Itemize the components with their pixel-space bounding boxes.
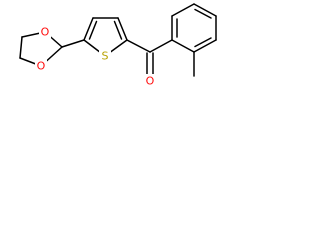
- benzene-ring: [171, 3, 217, 53]
- atom-o-dioxolane-bottom: O: [35, 59, 47, 73]
- bond-benzene-c4-c5: [193, 3, 217, 17]
- bond-thiophene-c4-c5-inner: [88, 20, 98, 40]
- bond-thiophene-c2-c3-inner: [113, 20, 123, 40]
- atom-o-carbonyl: O: [144, 74, 156, 88]
- atom-label: S: [102, 50, 109, 63]
- bond-dioxolane-thiophene: [61, 39, 85, 48]
- atom-s-thiophene: S: [99, 49, 111, 63]
- atom-label: O: [41, 26, 50, 39]
- bond-benzene-c2-c3: [193, 39, 217, 53]
- atom-label: O: [37, 60, 46, 73]
- bond-benzene-c5-c6: [171, 3, 195, 17]
- bond-benzene-c4-c5-inner: [194, 8, 212, 19]
- bond-carbonyl-phenyl: [149, 39, 173, 53]
- bond-benzene-c2-c3-inner: [194, 37, 212, 48]
- bond-thiophene-carbonyl: [126, 39, 151, 53]
- bond-thiophene-c2-c3: [117, 17, 128, 41]
- atom-label: O: [146, 75, 155, 88]
- chemical-structure: O O S O: [19, 3, 217, 88]
- bond-thiophene-c4-c5: [83, 17, 94, 41]
- bond-benzene-c1-c2: [171, 39, 195, 53]
- carbonyl-group: [126, 39, 173, 76]
- bond-dioxolane-c5-c4: [19, 36, 23, 59]
- atom-o-dioxolane-top: O: [39, 25, 51, 39]
